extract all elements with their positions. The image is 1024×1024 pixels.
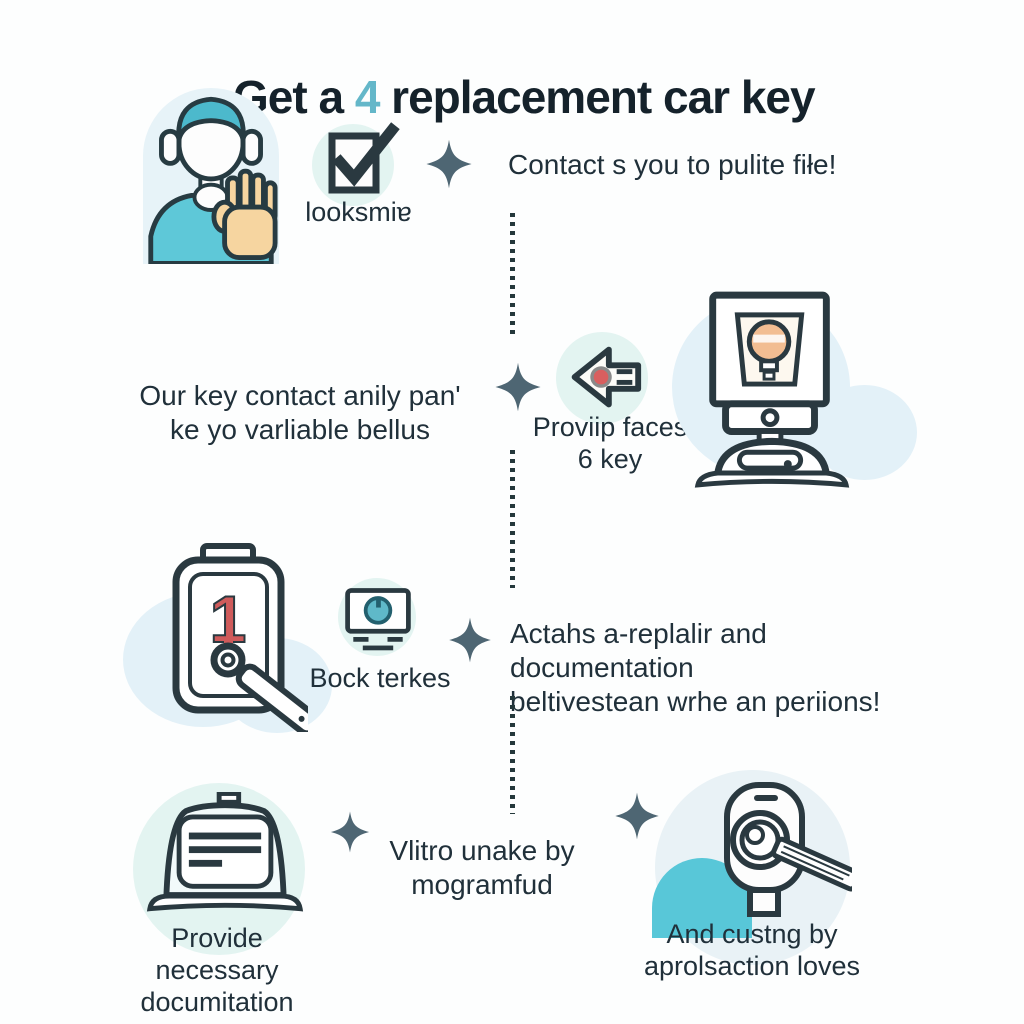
checkbox-icon [310, 112, 406, 208]
dotted-connector [510, 696, 515, 814]
key-fob-label-line1: And custng by [666, 919, 838, 949]
step4-text-line1: Vlitro unake by [389, 835, 575, 866]
title-part2: replacement car key [379, 71, 815, 123]
dotted-connector [510, 450, 515, 588]
step3-text-line1: Actahs a-replalir and documentation [510, 618, 767, 683]
windshield-document-icon [142, 792, 308, 920]
monitor-lightbulb-icon [688, 290, 856, 488]
arrow-label-line1: Proviip faces [532, 412, 688, 442]
step4-text-line2: mogramfud [411, 869, 553, 900]
plus-icon [612, 791, 662, 841]
step2-text-line2: ke yo varliable bellus [170, 414, 430, 445]
key-tag-icon: 1 [148, 542, 308, 732]
arrow-left-icon [558, 334, 646, 422]
page-title: Get a 4 replacement car key [0, 16, 1024, 124]
document-label-line1: Provide necessary [155, 923, 279, 985]
arrow-label-line2: 6 key [577, 444, 643, 474]
plus-icon [328, 810, 372, 854]
plus-icon [423, 138, 475, 190]
dotted-connector [510, 213, 515, 338]
small-monitor-label: Bock terkes [309, 663, 451, 693]
car-key-fob-icon [672, 780, 852, 920]
plus-icon [492, 361, 544, 413]
step2-text-line1: Our key contact anily pan' [139, 380, 461, 411]
support-agent-icon [143, 88, 279, 264]
step1-text: Contact s you to pulite fiłe! [508, 149, 837, 180]
plus-icon [446, 616, 494, 664]
step3-text-line2: beltivestean wrhe an periions! [510, 686, 881, 717]
small-monitor-icon [340, 584, 416, 652]
document-label-line2: documitation [140, 987, 294, 1017]
checkbox-label: looksmiɐ [305, 197, 412, 227]
key-fob-label-line2: aprolsaction loves [643, 951, 861, 981]
title-number: 4 [354, 71, 381, 123]
